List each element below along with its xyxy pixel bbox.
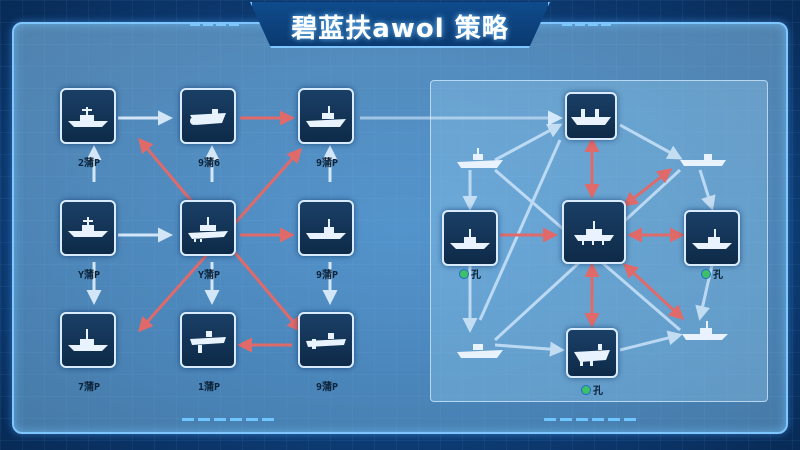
node-r-bottom[interactable] — [566, 328, 618, 378]
node-n4[interactable] — [60, 200, 116, 256]
rank-badge-icon — [459, 269, 469, 279]
node-n3[interactable] — [298, 88, 354, 144]
aircraft-carrier-icon — [574, 344, 610, 366]
cruiser-ship-icon — [68, 107, 108, 127]
battleship-icon — [574, 221, 614, 245]
aircraft-carrier-icon — [190, 109, 226, 125]
rank-badge-icon — [701, 269, 711, 279]
title-tab — [250, 2, 550, 48]
page-title: 碧蓝扶awol 策略 — [291, 14, 509, 44]
label-n9: 9蒲P — [315, 382, 339, 393]
node-r-top[interactable] — [565, 92, 617, 140]
destroyer-icon — [692, 229, 732, 249]
node-n8[interactable] — [180, 312, 236, 368]
submarine-icon — [190, 331, 226, 353]
battleship-icon — [188, 217, 228, 242]
node-n9[interactable] — [298, 312, 354, 368]
label-r-right: 孔 — [677, 266, 747, 281]
label-r-bottom: 孔 — [557, 382, 627, 397]
cruiser-ship-icon[interactable] — [680, 318, 730, 344]
label-n3: 9蒲P — [315, 158, 339, 169]
cruiser-ship-icon — [306, 106, 346, 127]
submarine-icon[interactable] — [455, 146, 505, 172]
node-r-right[interactable] — [684, 210, 740, 266]
destroyer-icon — [68, 217, 108, 237]
submarine-icon[interactable] — [455, 336, 505, 362]
node-n7[interactable] — [60, 312, 116, 368]
node-n1[interactable] — [60, 88, 116, 144]
label-n8: 1蒲P — [197, 382, 221, 393]
cruiser-ship-icon — [68, 329, 108, 351]
label-n2: 9蒲6 — [197, 158, 221, 169]
destroyer-icon — [450, 229, 490, 249]
label-n1: 2蒲P — [77, 158, 101, 169]
node-n6[interactable] — [298, 200, 354, 256]
label-n7: 7蒲P — [77, 382, 101, 393]
submarine-icon — [306, 333, 346, 349]
destroyer-icon — [306, 219, 346, 239]
rank-badge-icon — [581, 385, 591, 395]
node-r-left[interactable] — [442, 210, 498, 266]
label-n6: 9蒲P — [315, 270, 339, 281]
bottom-deco-right — [544, 418, 636, 421]
label-r-left: 孔 — [435, 266, 505, 281]
battleship-icon — [571, 109, 611, 125]
node-n2[interactable] — [180, 88, 236, 144]
label-n5: Y蒲P — [197, 270, 221, 281]
node-n5[interactable] — [180, 200, 236, 256]
submarine-icon[interactable] — [678, 146, 728, 172]
bottom-deco-left — [182, 418, 274, 421]
label-n4: Y蒲P — [77, 270, 101, 281]
node-r-center[interactable] — [562, 200, 626, 264]
